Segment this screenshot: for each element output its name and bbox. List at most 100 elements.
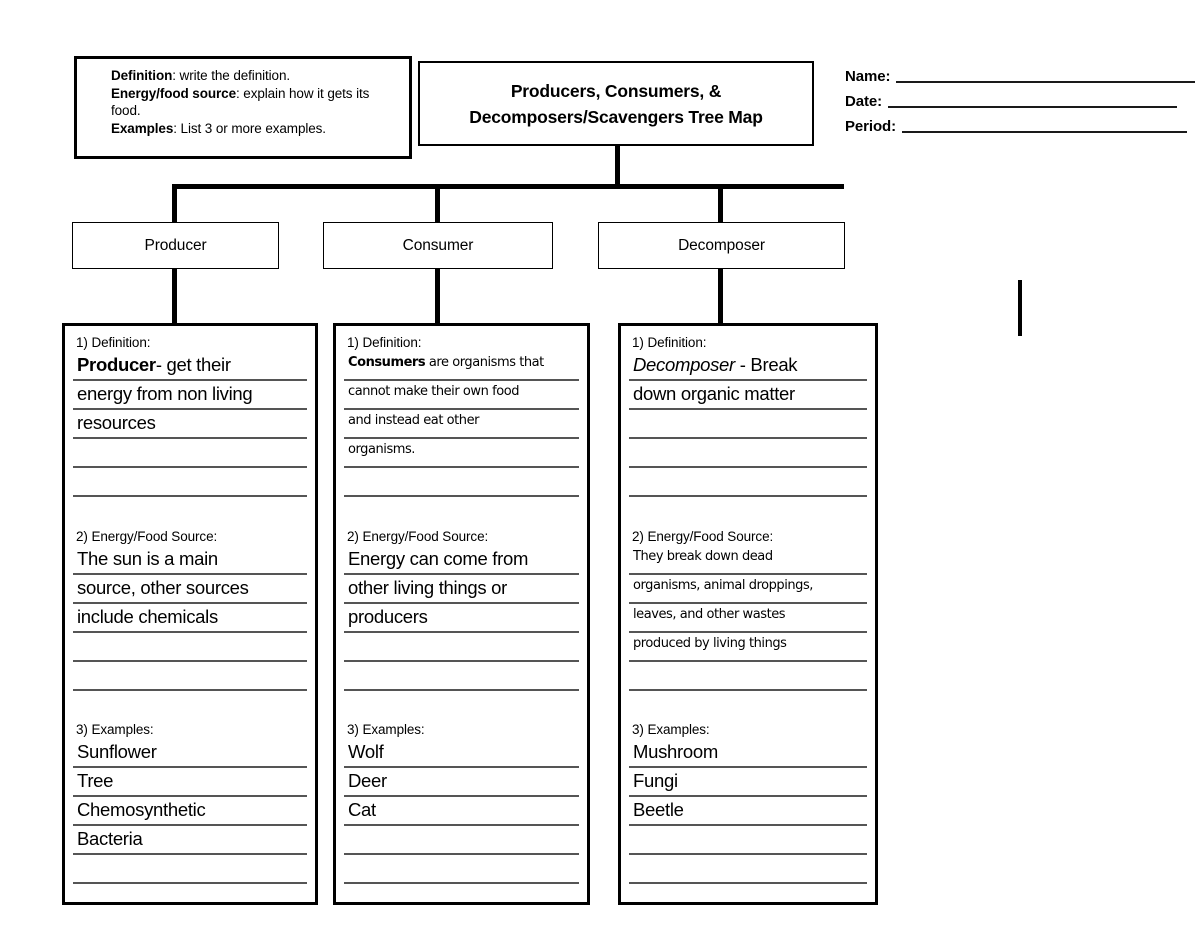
- answer-line[interactable]: source, other sources: [73, 575, 307, 604]
- instruction-line-examples: Examples: List 3 or more examples.: [111, 120, 399, 138]
- answer-text: resources: [77, 412, 156, 433]
- answer-line[interactable]: Sunflower: [73, 739, 307, 768]
- section-energy-consumer: 2) Energy/Food Source: Energy can come f…: [344, 528, 579, 691]
- answer-line[interactable]: Cat: [344, 797, 579, 826]
- answer-line[interactable]: [73, 439, 307, 468]
- section-title-energy-producer: 2) Energy/Food Source:: [76, 529, 218, 544]
- period-input-line[interactable]: [901, 131, 1187, 133]
- name-label: Name:: [845, 68, 891, 85]
- answer-line[interactable]: resources: [73, 410, 307, 439]
- section-examples-consumer: 3) Examples: Wolf Deer Cat: [344, 721, 579, 884]
- answer-line[interactable]: leaves, and other wastes: [629, 604, 867, 633]
- answer-line[interactable]: Deer: [344, 768, 579, 797]
- section-title-definition-consumer: 1) Definition:: [347, 335, 422, 350]
- category-box-producer: Producer: [72, 222, 279, 269]
- section-title-energy-decomposer: 2) Energy/Food Source:: [632, 529, 774, 544]
- answer-line[interactable]: [629, 826, 867, 855]
- connector-drop-decomposer: [718, 184, 723, 222]
- answer-line[interactable]: produced by living things: [629, 633, 867, 662]
- section-title-examples-consumer: 3) Examples:: [347, 722, 425, 737]
- answer-line[interactable]: [344, 662, 579, 691]
- answer-line[interactable]: Energy can come from: [344, 546, 579, 575]
- worksheet-title-box: Producers, Consumers, & Decomposers/Scav…: [418, 61, 814, 146]
- answer-line[interactable]: Wolf: [344, 739, 579, 768]
- answer-line[interactable]: Mushroom: [629, 739, 867, 768]
- section-examples-producer: 3) Examples: Sunflower Tree Chemosynthet…: [73, 721, 307, 884]
- answer-line[interactable]: [629, 468, 867, 497]
- section-title-definition-producer: 1) Definition:: [76, 335, 151, 350]
- section-energy-producer: 2) Energy/Food Source: The sun is a main…: [73, 528, 307, 691]
- connector-title-stem: [615, 146, 620, 188]
- answer-line[interactable]: Bacteria: [73, 826, 307, 855]
- answer-line[interactable]: and instead eat other: [344, 410, 579, 439]
- answer-line[interactable]: [73, 662, 307, 691]
- answer-line[interactable]: organisms, animal droppings,: [629, 575, 867, 604]
- answer-text: - get their: [155, 354, 231, 375]
- ruled-area-examples-decomposer: Mushroom Fungi Beetle: [629, 739, 867, 884]
- page-title: Producers, Consumers, & Decomposers/Scav…: [469, 80, 763, 127]
- connector-horizontal-bar: [172, 184, 844, 189]
- instruction-line-energy: Energy/food source: explain how it gets …: [111, 85, 399, 120]
- date-field-row: Date:: [845, 87, 1195, 112]
- name-input-line[interactable]: [896, 81, 1195, 83]
- answer-text: energy from non living: [77, 383, 253, 404]
- connector-stem-producer: [172, 268, 177, 325]
- answer-line[interactable]: [73, 468, 307, 497]
- answer-line[interactable]: [629, 662, 867, 691]
- date-label: Date:: [845, 93, 883, 110]
- answer-text: Sunflower: [77, 741, 157, 762]
- answer-text: Fungi: [633, 770, 678, 791]
- section-title-examples-decomposer: 3) Examples:: [632, 722, 710, 737]
- answer-bold-term: Consumers: [348, 355, 426, 370]
- answer-text: Energy can come from: [348, 548, 529, 569]
- answer-line[interactable]: Producer- get their: [73, 352, 307, 381]
- answer-text: are organisms that: [425, 355, 544, 370]
- answer-line[interactable]: [629, 439, 867, 468]
- answer-line[interactable]: producers: [344, 604, 579, 633]
- name-field-row: Name:: [845, 62, 1195, 87]
- answer-line[interactable]: [344, 633, 579, 662]
- answer-text: Cat: [348, 799, 376, 820]
- section-definition-producer: 1) Definition: Producer- get their energ…: [73, 334, 307, 497]
- answer-line[interactable]: Chemosynthetic: [73, 797, 307, 826]
- answer-line[interactable]: Consumers are organisms that: [344, 352, 579, 381]
- answer-line[interactable]: down organic matter: [629, 381, 867, 410]
- answer-line[interactable]: The sun is a main: [73, 546, 307, 575]
- answer-line[interactable]: [344, 468, 579, 497]
- answer-text: They break down dead: [633, 549, 773, 564]
- student-info-block: Name: Date: Period:: [845, 62, 1195, 137]
- answer-line[interactable]: [73, 633, 307, 662]
- ruled-area-definition-decomposer: Decomposer - Break down organic matter: [629, 352, 867, 497]
- answer-line[interactable]: They break down dead: [629, 546, 867, 575]
- answer-text: include chemicals: [77, 606, 218, 627]
- date-input-line[interactable]: [888, 106, 1177, 108]
- section-definition-consumer: 1) Definition: Consumers are organisms t…: [344, 334, 579, 497]
- answer-line[interactable]: Fungi: [629, 768, 867, 797]
- ruled-area-examples-producer: Sunflower Tree Chemosynthetic Bacteria: [73, 739, 307, 884]
- answer-text: Bacteria: [77, 828, 143, 849]
- answer-column-consumer: 1) Definition: Consumers are organisms t…: [333, 323, 590, 905]
- answer-bold-term: Producer: [77, 354, 156, 375]
- answer-line[interactable]: Decomposer - Break: [629, 352, 867, 381]
- answer-line[interactable]: [629, 410, 867, 439]
- answer-line[interactable]: [344, 826, 579, 855]
- answer-line[interactable]: other living things or: [344, 575, 579, 604]
- answer-line[interactable]: Tree: [73, 768, 307, 797]
- answer-line[interactable]: [344, 855, 579, 884]
- ruled-area-energy-producer: The sun is a main source, other sources …: [73, 546, 307, 691]
- answer-text: Beetle: [633, 799, 684, 820]
- answer-line[interactable]: energy from non living: [73, 381, 307, 410]
- ruled-area-definition-consumer: Consumers are organisms that cannot make…: [344, 352, 579, 497]
- instructions-box: Definition: write the definition. Energy…: [74, 56, 412, 159]
- category-label-consumer: Consumer: [402, 236, 474, 254]
- answer-line[interactable]: include chemicals: [73, 604, 307, 633]
- answer-line[interactable]: [629, 855, 867, 884]
- answer-line[interactable]: [73, 855, 307, 884]
- connector-drop-consumer: [435, 184, 440, 222]
- answer-text: leaves, and other wastes: [633, 607, 786, 622]
- answer-line[interactable]: Beetle: [629, 797, 867, 826]
- answer-line[interactable]: organisms.: [344, 439, 579, 468]
- answer-text: cannot make their own food: [348, 384, 520, 399]
- answer-line[interactable]: cannot make their own food: [344, 381, 579, 410]
- answer-text: Deer: [348, 770, 387, 791]
